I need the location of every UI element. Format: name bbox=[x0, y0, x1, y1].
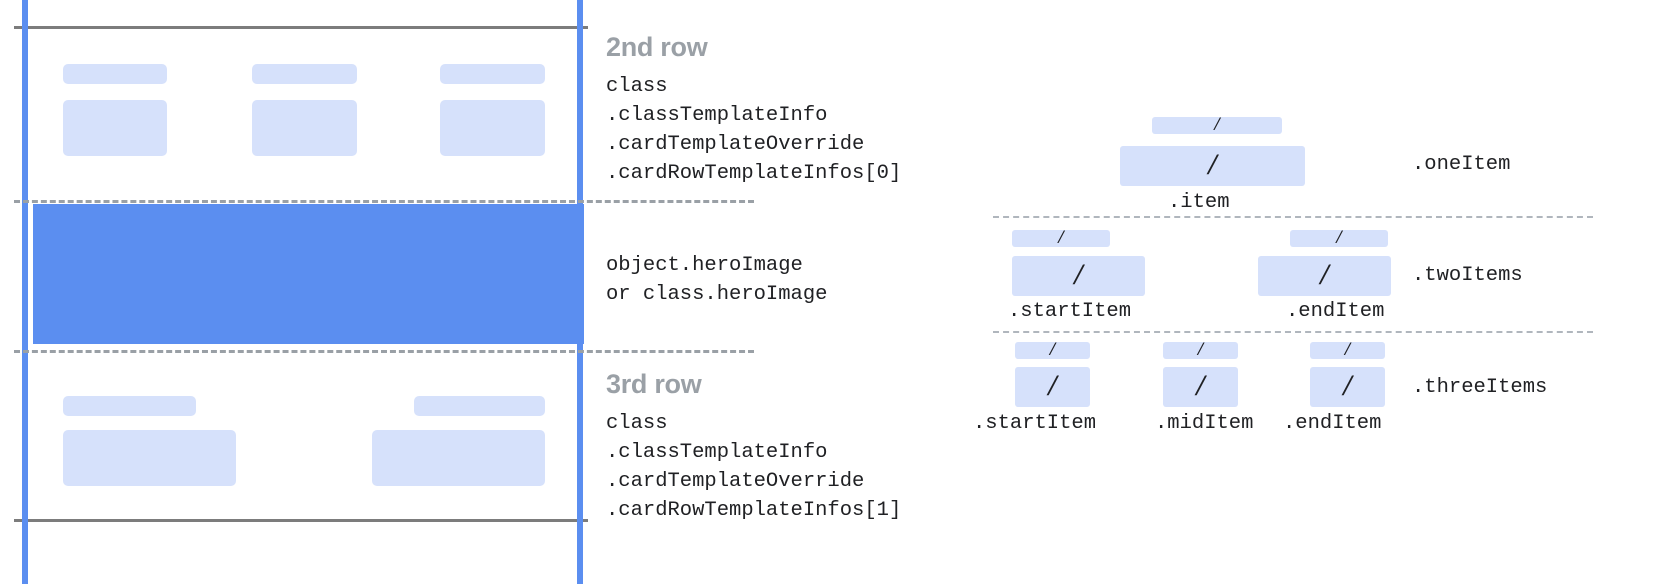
group-label-twoitems: .twoItems bbox=[1412, 264, 1523, 287]
slash-icon: / bbox=[1197, 339, 1204, 360]
item-label-startitem-two: .startItem bbox=[1008, 300, 1132, 323]
slash-icon: / bbox=[1344, 339, 1351, 360]
item-chip-tall-enditem-three: / bbox=[1310, 367, 1385, 407]
second-row-code: class .classTemplateInfo .cardTemplateOv… bbox=[606, 75, 902, 185]
second-row-placeholder-image-1 bbox=[63, 100, 167, 156]
item-label-miditem: .midItem bbox=[1155, 412, 1254, 435]
group-label-threeitems: .threeItems bbox=[1412, 376, 1548, 399]
item-chip-thin-miditem: / bbox=[1163, 339, 1238, 360]
item-chip-thin-startitem-three: / bbox=[1015, 339, 1090, 360]
group-label-oneitem: .oneItem bbox=[1412, 153, 1511, 176]
third-row-placeholder-label-1 bbox=[63, 396, 196, 416]
item-chip-thin-enditem-three: / bbox=[1310, 339, 1385, 360]
hero-bottom-divider bbox=[14, 350, 754, 353]
item-label-startitem-three: .startItem bbox=[973, 412, 1097, 435]
second-row-title: 2nd row bbox=[606, 32, 708, 62]
second-row-placeholder-label-1 bbox=[63, 64, 167, 84]
third-row-placeholder-image-1 bbox=[63, 430, 236, 486]
slash-icon: / bbox=[1196, 369, 1205, 402]
hero-image-code: object.heroImage or class.heroImage bbox=[606, 254, 828, 306]
hero-top-divider bbox=[14, 200, 754, 203]
item-chip-thin-item: / bbox=[1152, 114, 1282, 135]
card-template-preview bbox=[0, 0, 600, 584]
item-chip-tall-miditem: / bbox=[1163, 367, 1238, 407]
slash-icon: / bbox=[1336, 227, 1342, 248]
item-layout-variants: / / .item .oneItem / / .startItem / / .e… bbox=[960, 0, 1676, 584]
item-chip-thin-startitem: / bbox=[1012, 227, 1110, 248]
card-top-border bbox=[14, 26, 588, 29]
slash-icon: / bbox=[1320, 258, 1329, 291]
second-row-placeholder-label-3 bbox=[440, 64, 545, 84]
third-row-code: class .classTemplateInfo .cardTemplateOv… bbox=[606, 412, 902, 522]
second-row-placeholder-image-3 bbox=[440, 100, 545, 156]
annotation-column: 2nd row class .classTemplateInfo .cardTe… bbox=[603, 0, 1003, 584]
slash-icon: / bbox=[1058, 227, 1064, 248]
card-bottom-border bbox=[14, 519, 588, 522]
two-three-items-divider bbox=[993, 331, 1593, 333]
second-row-placeholder-image-2 bbox=[252, 100, 357, 156]
slash-icon: / bbox=[1208, 148, 1217, 181]
third-row-placeholder-image-2 bbox=[372, 430, 545, 486]
item-chip-tall-startitem: / bbox=[1012, 256, 1145, 296]
slash-icon: / bbox=[1048, 369, 1057, 402]
item-label-item: .item bbox=[1168, 191, 1230, 214]
item-label-enditem-two: .endItem bbox=[1286, 300, 1385, 323]
hero-image-band bbox=[33, 204, 584, 344]
item-label-enditem-three: .endItem bbox=[1283, 412, 1382, 435]
left-guide-line bbox=[22, 0, 28, 584]
item-chip-thin-enditem: / bbox=[1290, 227, 1388, 248]
slash-icon: / bbox=[1049, 339, 1056, 360]
right-guide-line bbox=[577, 0, 583, 584]
third-row-placeholder-label-2 bbox=[414, 396, 545, 416]
item-chip-tall-enditem: / bbox=[1258, 256, 1391, 296]
slash-icon: / bbox=[1214, 114, 1220, 135]
third-row-title: 3rd row bbox=[606, 369, 702, 399]
slash-icon: / bbox=[1343, 369, 1352, 402]
second-row-placeholder-label-2 bbox=[252, 64, 357, 84]
item-chip-tall-startitem-three: / bbox=[1015, 367, 1090, 407]
slash-icon: / bbox=[1074, 258, 1083, 291]
one-two-items-divider bbox=[993, 216, 1593, 218]
item-chip-tall-item: / bbox=[1120, 146, 1305, 186]
